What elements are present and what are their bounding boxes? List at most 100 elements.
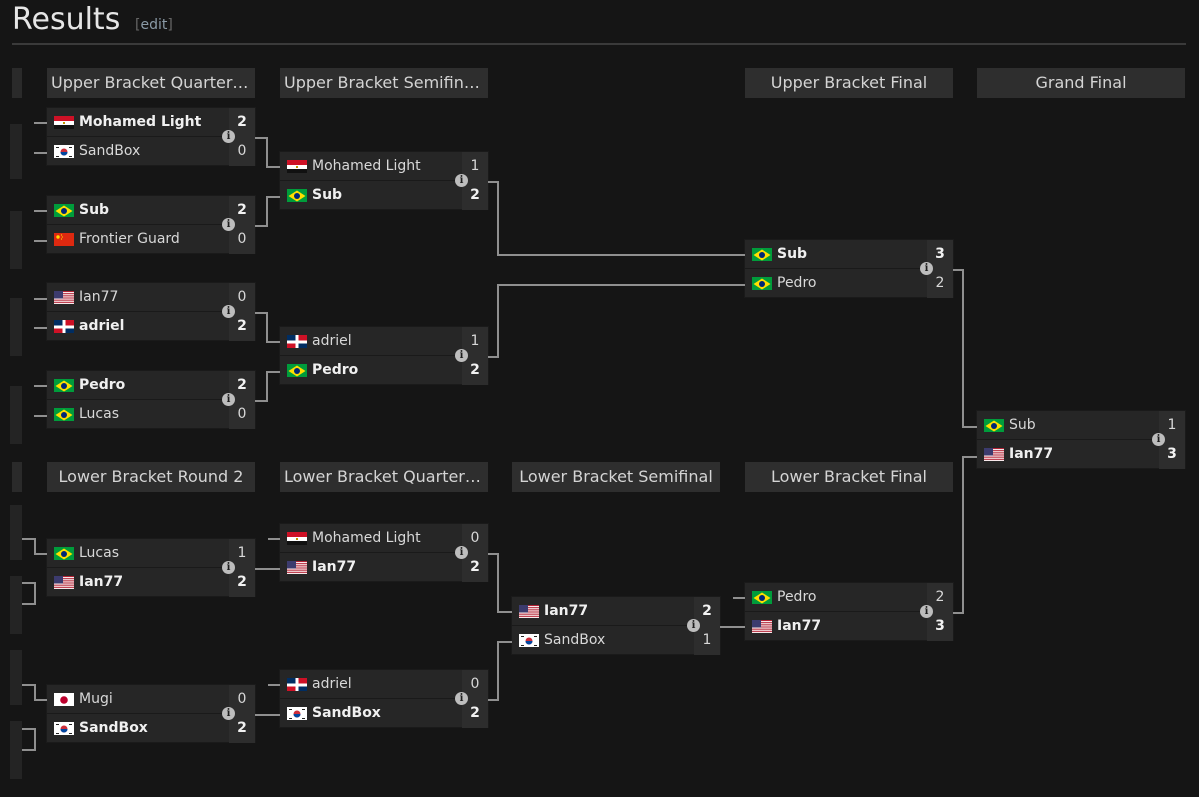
player-score: 1 [237, 545, 247, 561]
match-player-row[interactable]: Pedro [280, 356, 488, 384]
bracket-connector [497, 254, 745, 256]
info-icon[interactable]: i [455, 349, 468, 362]
match-player-row[interactable]: Mohamed Light [47, 108, 255, 136]
edit-label: edit [140, 17, 168, 33]
player-name: Pedro [79, 377, 126, 393]
match-player-row[interactable]: SandBox [47, 137, 255, 165]
dominican-republic-flag-icon [287, 334, 307, 348]
south-korea-flag-icon [54, 144, 74, 158]
info-icon[interactable]: i [222, 561, 235, 574]
player-name: Sub [312, 187, 343, 203]
player-score: 3 [1167, 446, 1177, 462]
info-icon[interactable]: i [920, 605, 933, 618]
match-player-row[interactable]: SandBox [512, 626, 720, 654]
match-player-row[interactable]: Mohamed Light [280, 524, 488, 552]
match-player-row[interactable]: Ian77 [512, 597, 720, 625]
bracket-connector [255, 400, 267, 402]
dominican-republic-flag-icon [287, 677, 307, 691]
bracket-connector [497, 284, 499, 358]
match-player-row[interactable]: Ian77 [47, 568, 255, 596]
bracket-connector [266, 166, 280, 168]
bracket-connector [34, 240, 47, 242]
player-score: 2 [237, 318, 247, 334]
match-player-row[interactable]: Pedro [745, 269, 953, 297]
match-player-row[interactable]: SandBox [280, 699, 488, 727]
japan-flag-icon [54, 692, 74, 706]
match-player-row[interactable]: adriel [280, 327, 488, 355]
player-name: Pedro [312, 362, 359, 378]
info-icon[interactable]: i [222, 707, 235, 720]
usa-flag-icon [984, 447, 1004, 461]
info-icon[interactable]: i [687, 619, 700, 632]
bracket-connector [22, 749, 36, 751]
bracket-connector [268, 684, 280, 686]
bracket-connector [497, 181, 499, 255]
match-player-row[interactable]: adriel [47, 312, 255, 340]
info-icon[interactable]: i [222, 393, 235, 406]
previous-round-header-stub [12, 462, 22, 492]
info-icon[interactable]: i [920, 262, 933, 275]
egypt-flag-icon [287, 159, 307, 173]
info-icon[interactable]: i [222, 218, 235, 231]
player-name: Mohamed Light [312, 158, 421, 174]
match-player-row[interactable]: Lucas [47, 539, 255, 567]
bracket-connector [266, 312, 268, 342]
match-player-row[interactable]: Sub [977, 411, 1185, 439]
player-name: SandBox [544, 632, 606, 648]
match-player-row[interactable]: Ian77 [977, 440, 1185, 468]
bracket-connector [22, 603, 36, 605]
match-player-row[interactable]: Sub [280, 181, 488, 209]
bracket-connector [488, 181, 498, 183]
match-player-row[interactable]: Mohamed Light [280, 152, 488, 180]
round-header-upper-final: Upper Bracket Final [745, 68, 953, 98]
info-icon[interactable]: i [222, 305, 235, 318]
usa-flag-icon [752, 619, 772, 633]
bracket-connector [497, 641, 512, 643]
round-header-upper-semifinals: Upper Bracket Semifinals [280, 68, 488, 98]
match-player-row[interactable]: Mugi [47, 685, 255, 713]
edit-link[interactable]: [edit] [135, 17, 173, 33]
info-icon[interactable]: i [455, 692, 468, 705]
bracket-connector [488, 553, 498, 555]
player-name: Ian77 [79, 574, 124, 590]
match-player-row[interactable]: Sub [745, 240, 953, 268]
player-name: Ian77 [777, 618, 822, 634]
bracket-connector [34, 385, 47, 387]
player-score: 2 [470, 362, 480, 378]
bracket-connector [22, 728, 36, 730]
match-player-row[interactable]: Sub [47, 196, 255, 224]
south-korea-flag-icon [519, 633, 539, 647]
info-icon[interactable]: i [1152, 433, 1165, 446]
match-player-row[interactable]: Pedro [745, 583, 953, 611]
match-player-row[interactable]: Lucas [47, 400, 255, 428]
egypt-flag-icon [287, 531, 307, 545]
info-icon[interactable]: i [222, 130, 235, 143]
round-header-lower-semifinal: Lower Bracket Semifinal [512, 462, 720, 492]
match-player-row[interactable]: SandBox [47, 714, 255, 742]
china-flag-icon [54, 232, 74, 246]
bracket-connector [488, 356, 498, 358]
bracket-connector [962, 456, 977, 458]
player-name: Pedro [777, 589, 817, 605]
player-name: SandBox [79, 720, 148, 736]
previous-match-stub [10, 505, 22, 560]
match-player-row[interactable]: Ian77 [47, 283, 255, 311]
egypt-flag-icon [54, 115, 74, 129]
info-icon[interactable]: i [455, 174, 468, 187]
previous-match-stub [10, 298, 22, 356]
match-player-row[interactable]: Pedro [47, 371, 255, 399]
match-player-row[interactable]: Ian77 [745, 612, 953, 640]
bracket-connector [255, 137, 267, 139]
match-player-row[interactable]: adriel [280, 670, 488, 698]
previous-match-stub [10, 650, 22, 705]
south-korea-flag-icon [54, 721, 74, 735]
player-score: 3 [935, 246, 945, 262]
info-icon[interactable]: i [455, 546, 468, 559]
match-player-row[interactable]: Ian77 [280, 553, 488, 581]
player-name: Sub [1009, 417, 1036, 433]
player-score: 2 [237, 114, 247, 130]
player-score: 1 [470, 158, 480, 174]
match-player-row[interactable]: Frontier Guard [47, 225, 255, 253]
bracket-connector [34, 684, 36, 700]
